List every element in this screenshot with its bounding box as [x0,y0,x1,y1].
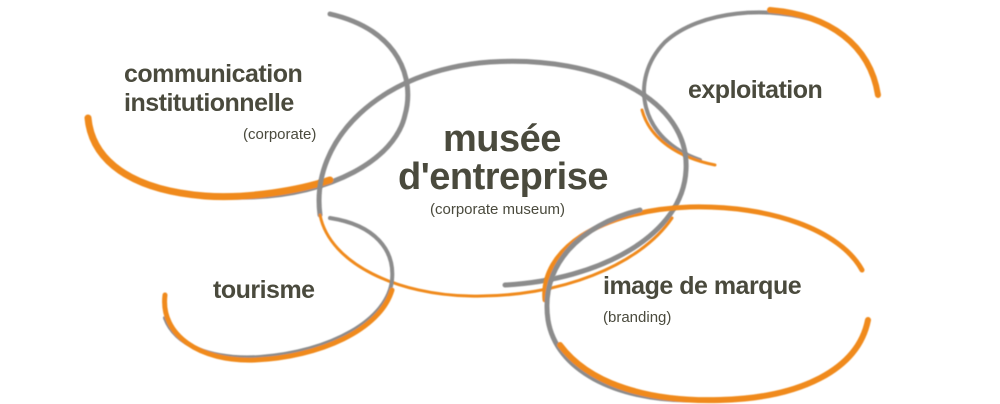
exploitation-label: exploitation [688,76,823,104]
communication-label-line1: communication [124,60,303,88]
ring-exploitation [640,7,881,167]
communication-sublabel: (corporate) [243,126,317,143]
ring-image-de-marque [542,204,871,404]
center-sublabel: (corporate museum) [430,201,566,218]
communication-label-line2: institutionnelle [124,89,294,117]
ring-center [316,58,689,298]
ring-communication [84,11,411,201]
center-label-line1: musée [443,118,561,160]
center-label-line2: d'entreprise [398,156,609,198]
tourisme-label: tourisme [213,276,315,304]
ring-tourisme [162,216,395,363]
image-de-marque-sublabel: (branding) [603,309,672,326]
image-de-marque-label: image de marque [603,272,802,300]
